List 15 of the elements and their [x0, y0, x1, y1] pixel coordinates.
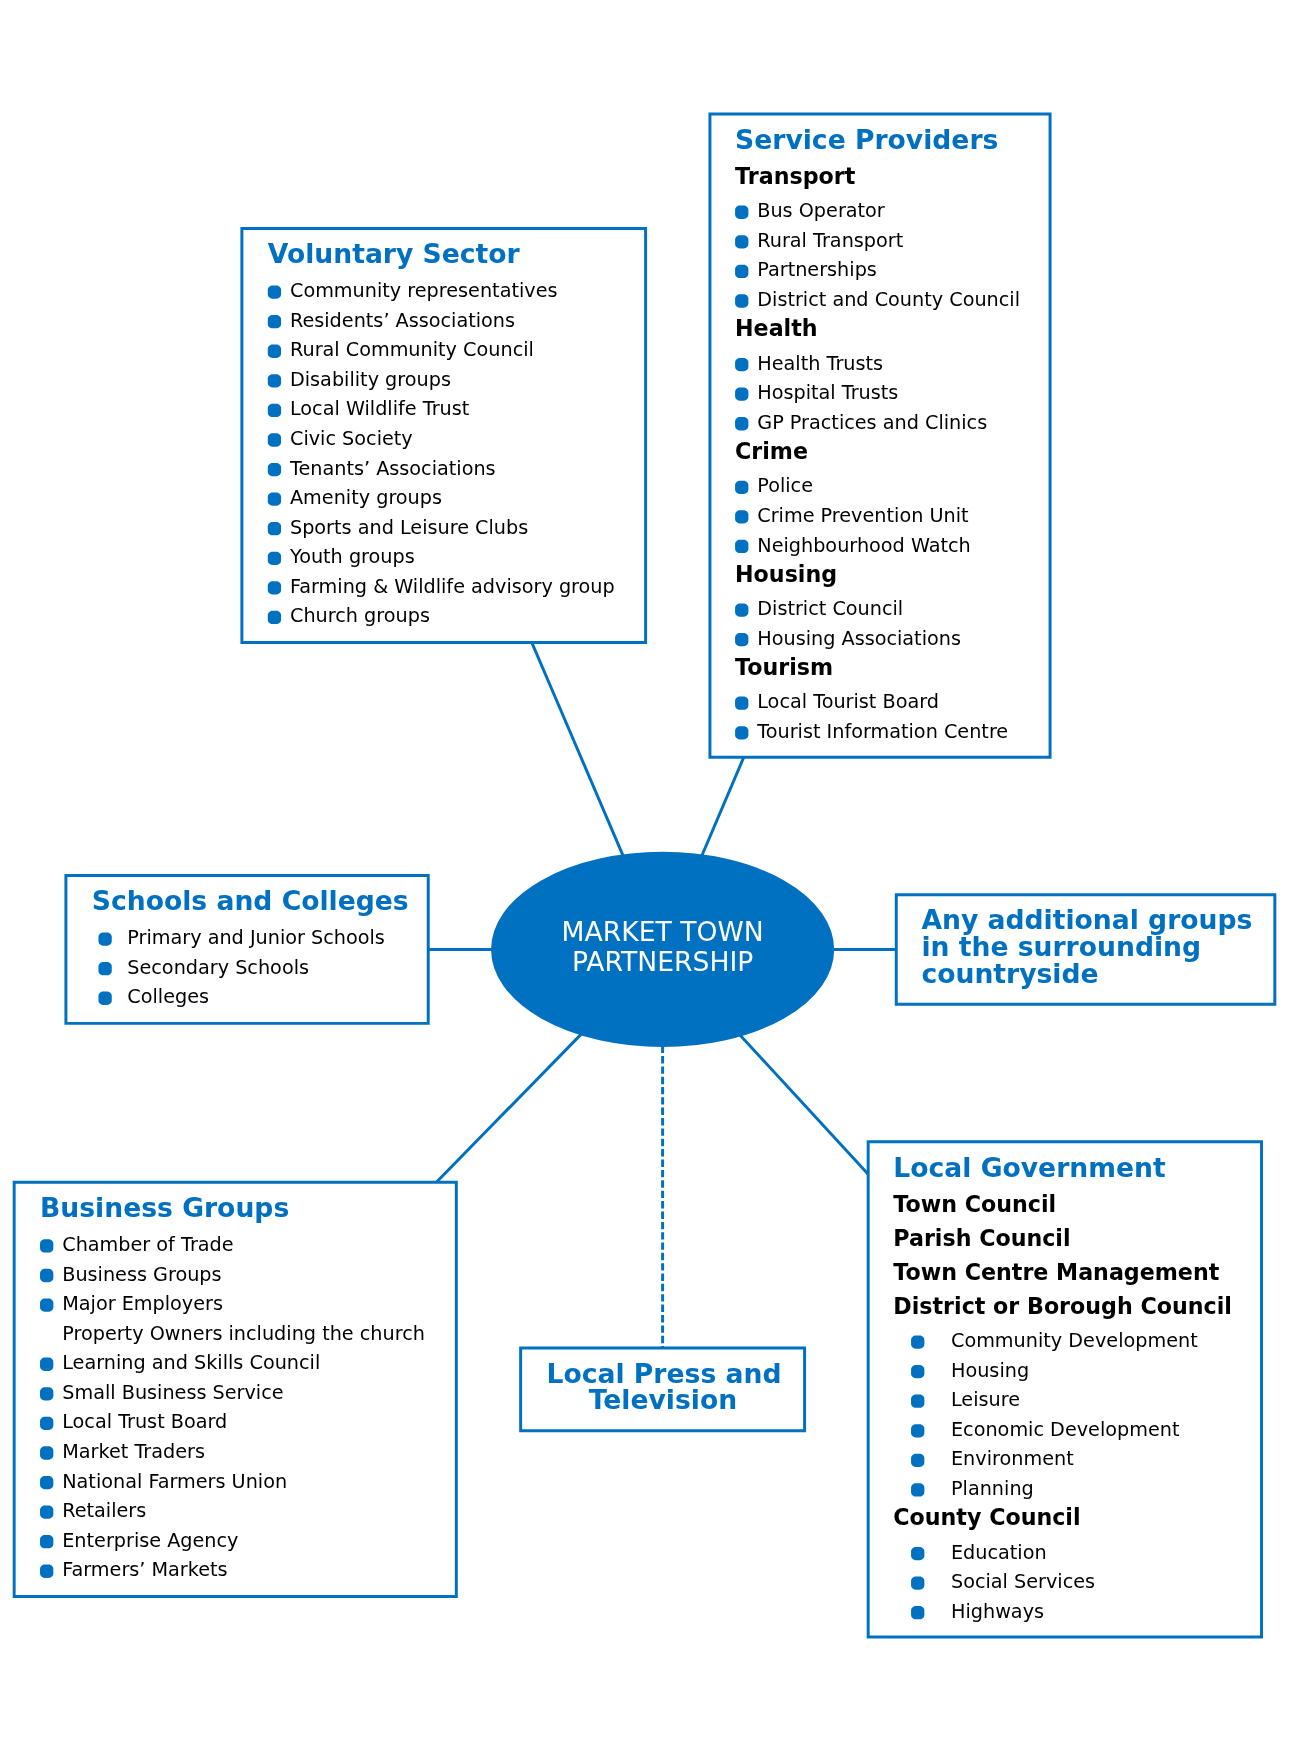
node-ellipse: MARKET TOWN PARTNERSHIP [491, 851, 835, 1048]
connector [661, 1045, 665, 1348]
connector [530, 642, 625, 856]
node-box: Schools and Colleges Primary and Junior Schools Secondary Schools Colleges [64, 874, 430, 1025]
node-box: Voluntary Sector Community representatives Residents’ Associations Rural Community Council Disability groups Local Wildlife Trust Civic Society Tenants’ Associations Amenity groups Sports and Leisure Clubs Youth groups Farming & Wildlife advisory group Church groups [240, 227, 648, 645]
connector [832, 947, 896, 951]
connector [739, 1034, 870, 1176]
connector [428, 947, 493, 951]
node-box: Business Groups Chamber of Trade Business Groups Major Employers Property Owners including the church Learning and Skills Council Small Business Service Local Trust Board Market Traders National Farmers Union Retailers Enterprise Agency Farmers’ Markets [12, 1180, 458, 1598]
node-box: Local Government Town Council Parish Council Town Centre Management District or Borough Council Community Development Housing Leisure Economic Development Environment Planning County Council Education Social Services Highways [866, 1140, 1263, 1639]
connector [435, 1033, 583, 1184]
node-box: Service Providers Transport Bus Operator Rural Transport Partnerships District and County Council Health Health Trusts Hospital Trusts GP Practices and Clinics Crime Police Crime Prevention Unit Neighbourhood Watch Housing District Council Housing Associations Tourism Local Tourist Board Tourist Information Centre [708, 112, 1052, 759]
node-box: Local Press and Television [519, 1346, 807, 1433]
node-box: Any additional groups in the surrounding countryside [894, 893, 1277, 1006]
connector [700, 757, 745, 857]
